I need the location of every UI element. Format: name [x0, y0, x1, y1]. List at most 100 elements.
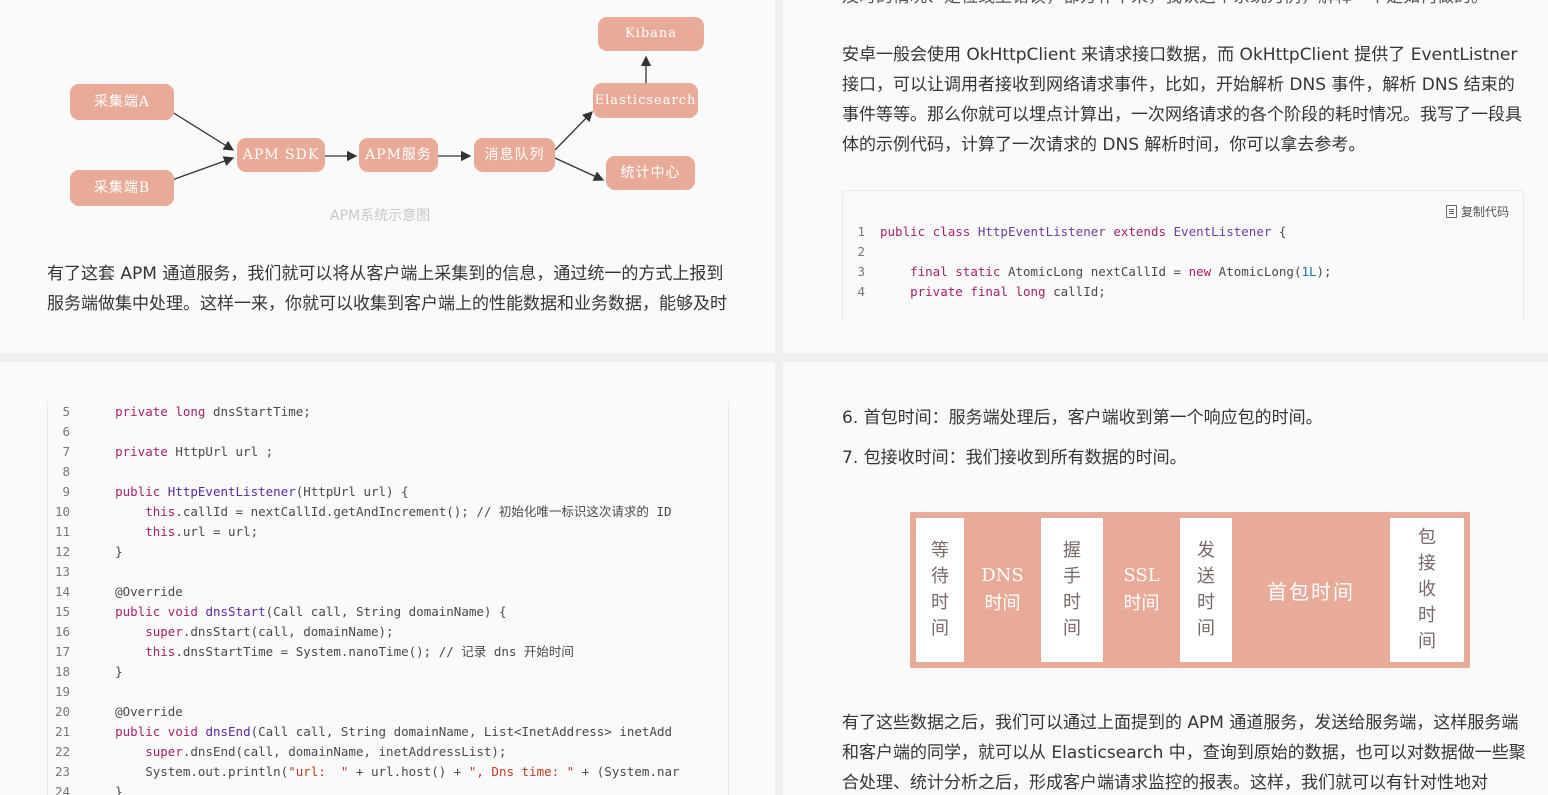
line-number: 14	[54, 584, 70, 599]
code-line: 3 final static AtomicLong nextCallId = n…	[843, 262, 1503, 282]
code-line: 22 super.dnsEnd(call, domainName, inetAd…	[48, 742, 728, 762]
line-number: 6	[62, 424, 70, 439]
line-number: 17	[54, 644, 70, 659]
segment-char: 握	[1063, 540, 1081, 561]
node-stats-center: 统计中心	[606, 156, 695, 190]
code-text: private final long callId;	[910, 284, 1106, 299]
segment-char: 间	[931, 618, 949, 639]
code-line: 16 super.dnsStart(call, domainName);	[48, 622, 728, 642]
code-text: this.url = url;	[145, 524, 259, 539]
code-text: private HttpUrl url ;	[115, 444, 274, 459]
diagram-caption: APM系统示意图	[330, 208, 431, 224]
node-message-queue: 消息队列	[474, 138, 555, 172]
code-line: 20 @Override	[48, 702, 728, 722]
line-number: 21	[54, 724, 70, 739]
arrow-queue-stats	[554, 157, 605, 181]
line-number: 23	[54, 764, 70, 779]
code-line: 17 this.dnsStartTime = System.nanoTime()…	[48, 642, 728, 662]
paragraph-line: 安卓一般会使用 OkHttpClient 来请求接口数据，而 OkHttpCli…	[842, 45, 1518, 65]
paragraph-line: 接口，可以让调用者接收到网络请求事件，比如，开始解析 DNS 事件，解析 DNS…	[842, 75, 1515, 95]
node-kibana: Kibana	[598, 17, 704, 51]
code-line: 7 private HttpUrl url ;	[48, 442, 728, 462]
list-item: 6. 首包时间：服务端处理后，客户端收到第一个响应包的时间。	[842, 408, 1323, 428]
segment-send: 发 送 时 间	[1180, 518, 1232, 662]
code-text: this.dnsStartTime = System.nanoTime(); /…	[145, 644, 574, 659]
code-lines: 5 private long dnsStartTime; 6 7 private…	[48, 402, 728, 795]
segment-char: 包	[1418, 527, 1436, 548]
paragraph-line: 有了这些数据之后，我们可以通过上面提到的 APM 通道服务，发送给服务端，这样服…	[842, 713, 1519, 733]
line-number: 7	[62, 444, 70, 459]
segment-wait: 等 待 时 间	[916, 518, 964, 662]
list-item: 7. 包接收时间：我们接收到所有数据的时间。	[842, 448, 1187, 468]
cut-off-text: 及时的情况、定位线上错误，都方补平来，我认这个系统为例，解释一个是如何做的。	[842, 0, 1488, 12]
segment-ssl: SSL 时间	[1103, 518, 1180, 662]
code-line: 21 public void dnsEnd(Call call, String …	[48, 722, 728, 742]
arrow-a-sdk	[171, 111, 235, 151]
segment-char: 时	[1063, 592, 1081, 613]
copy-code-button[interactable]: 复制代码	[1445, 203, 1509, 220]
segment-char: 发	[1197, 540, 1215, 561]
item-first-packet: 6. 首包时间：服务端处理后，客户端收到第一个响应包的时间。	[842, 403, 1323, 433]
line-number: 22	[54, 744, 70, 759]
code-text: @Override	[85, 704, 183, 719]
segment-char: 收	[1418, 579, 1436, 600]
bottom-right-panel: 6. 首包时间：服务端处理后，客户端收到第一个响应包的时间。 7. 包接收时间：…	[783, 362, 1548, 795]
paragraph-line: 事件等等。那么你就可以埋点计算出，一次网络请求的各个阶段的耗时情况。我写了一段具	[842, 105, 1522, 125]
segment-char: 待	[931, 566, 949, 587]
segment-char: 送	[1197, 566, 1215, 587]
code-line: 15 public void dnsStart(Call call, Strin…	[48, 602, 728, 622]
segment-char: 手	[1063, 566, 1081, 587]
paragraph-line: 合处理、统计分析之后，形成客户端请求监控的报表。这样，我们就可以有针对性地对	[842, 773, 1488, 793]
node-elasticsearch: Elasticsearch	[593, 83, 698, 118]
report-paragraph: 有了这些数据之后，我们可以通过上面提到的 APM 通道服务，发送给服务端，这样服…	[842, 708, 1526, 795]
line-number: 15	[54, 604, 70, 619]
segment-text: 时间	[984, 593, 1021, 614]
code-text: }	[85, 784, 123, 795]
segment-first-packet: 首包时间	[1232, 518, 1390, 662]
arrow-queue-es	[554, 111, 593, 151]
line-number: 12	[54, 544, 70, 559]
line-number: 1	[857, 224, 865, 239]
segment-char: 时	[931, 592, 949, 613]
item-receive: 7. 包接收时间：我们接收到所有数据的时间。	[842, 443, 1187, 473]
segment-char: 时	[1197, 592, 1215, 613]
code-text: private long dnsStartTime;	[115, 404, 311, 419]
node-apm-service: APM服务	[359, 138, 438, 172]
segment-char: 接	[1418, 553, 1436, 574]
segment-handshake: 握 手 时 间	[1041, 518, 1103, 662]
line-number: 20	[54, 704, 70, 719]
code-text: final static AtomicLong nextCallId = new…	[910, 264, 1332, 279]
segment-char: 等	[931, 540, 949, 561]
code-text: super.dnsStart(call, domainName);	[145, 624, 394, 639]
node-collector-b: 采集端B	[70, 170, 174, 206]
apm-paragraph: 有了这套 APM 通道服务，我们就可以将从客户端上采集到的信息，通过统一的方式上…	[47, 259, 727, 319]
okhttp-paragraph: 安卓一般会使用 OkHttpClient 来请求接口数据，而 OkHttpCli…	[842, 40, 1522, 160]
request-timeline: 等 待 时 间 DNS 时间 握 手 时 间 SSL 时间	[910, 512, 1470, 668]
segment-receive: 包 接 收 时 间	[1390, 518, 1464, 662]
code-line: 11 this.url = url;	[48, 522, 728, 542]
segment-text: SSL	[1123, 565, 1160, 586]
paragraph-line: 体的示例代码，计算了一次请求的 DNS 解析时间，你可以拿去参考。	[842, 135, 1366, 155]
code-line: 5 private long dnsStartTime;	[48, 402, 728, 422]
code-line: 14 @Override	[48, 582, 728, 602]
paragraph-line: 服务端做集中处理。这样一来，你就可以收集到客户端上的性能数据和业务数据，能够及时	[47, 294, 727, 314]
code-text: @Override	[85, 584, 183, 599]
cut-off-line: 及时的情况、定位线上错误，都方补平来，我认这个系统为例，解释一个是如何做的。	[842, 0, 1488, 12]
line-number: 9	[62, 484, 70, 499]
copy-code-label: 复制代码	[1460, 205, 1509, 219]
code-text: super.dnsEnd(call, domainName, inetAddre…	[145, 744, 507, 759]
copy-icon	[1445, 205, 1457, 218]
code-text: public HttpEventListener(HttpUrl url) {	[115, 484, 409, 499]
code-line: 24 }	[48, 782, 728, 795]
code-text: }	[85, 544, 123, 559]
paragraph-line: 和客户端的同学，就可以从 Elasticsearch 中，查询到原始的数据，也可…	[842, 743, 1526, 763]
code-line: 9 public HttpEventListener(HttpUrl url) …	[48, 482, 728, 502]
code-line: 6	[48, 422, 728, 442]
line-number: 8	[62, 464, 70, 479]
segment-text: 首包时间	[1267, 579, 1355, 604]
code-line: 23 System.out.println("url: " + url.host…	[48, 762, 728, 782]
line-number: 11	[54, 524, 70, 539]
line-number: 18	[54, 664, 70, 679]
segment-char: 间	[1418, 631, 1436, 652]
